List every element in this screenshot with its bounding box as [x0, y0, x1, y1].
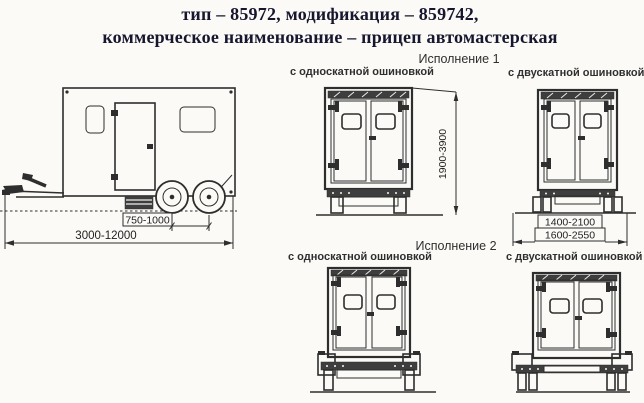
variant2-dual-tire-label: с двускатной ошиновкой	[506, 251, 643, 263]
page-title: тип – 85972, модификация – 859742, комме…	[30, 3, 630, 49]
drawbar-hitch	[2, 173, 65, 198]
rear-view-variant1-dual-tire-drawing: 1400-2100 1600-2550	[512, 88, 636, 246]
rear-view-variant2-dual-tire-drawing	[511, 271, 633, 393]
overall-width-value: 1600-2550	[545, 230, 595, 242]
variant2-single-tire-label: с односкатной ошиновкой	[288, 251, 432, 263]
height-dimension: 1900-3900	[411, 87, 459, 215]
wheels	[155, 180, 226, 214]
rear-doors	[536, 281, 617, 349]
variant1-single-tire-label: с односкатной ошиновкой	[290, 66, 434, 78]
overall-length-dimension: 3000-12000	[4, 190, 234, 249]
variant2-heading: Исполнение 2	[415, 239, 497, 253]
body-frame	[531, 271, 622, 360]
rear-doors	[541, 100, 614, 181]
side-door	[111, 102, 156, 191]
rear-doors	[331, 276, 407, 349]
variant1-heading: Исполнение 1	[418, 52, 500, 66]
frame-bumper-dual-wheels	[511, 351, 633, 393]
title-line-2: коммерческое наименование – прицеп автом…	[102, 27, 558, 47]
wheelbase-value: 750-1000	[125, 215, 170, 227]
bumper-and-dual-wheels	[515, 189, 636, 214]
overall-length-value: 3000-12000	[75, 230, 136, 242]
title-line-1: тип – 85972, модификация – 859742,	[181, 4, 479, 24]
side-window-front	[85, 105, 105, 134]
underbody-toolbox	[124, 195, 154, 210]
trailer-body	[62, 87, 236, 197]
rear-doors	[328, 100, 409, 182]
body-frame	[326, 266, 412, 359]
side-window-rear	[179, 106, 216, 133]
rear-view-variant2-single-tire-drawing	[310, 266, 436, 393]
wheelbase-dimension: 750-1000	[122, 212, 212, 231]
width-dimensions: 1400-2100 1600-2550	[512, 213, 628, 246]
variant1-dual-tire-label: с двускатной ошиновкой	[508, 67, 644, 79]
trailer-side-view-drawing: 750-1000 3000-12000	[0, 87, 237, 249]
overall-height-value: 1900-3900	[437, 129, 449, 179]
fenders-bumper-wheels	[310, 351, 436, 393]
rear-view-variant1-single-tire-drawing: 1900-3900	[316, 86, 459, 216]
track-width-value: 1400-2100	[545, 217, 595, 229]
bumper-and-wheels	[326, 188, 411, 214]
